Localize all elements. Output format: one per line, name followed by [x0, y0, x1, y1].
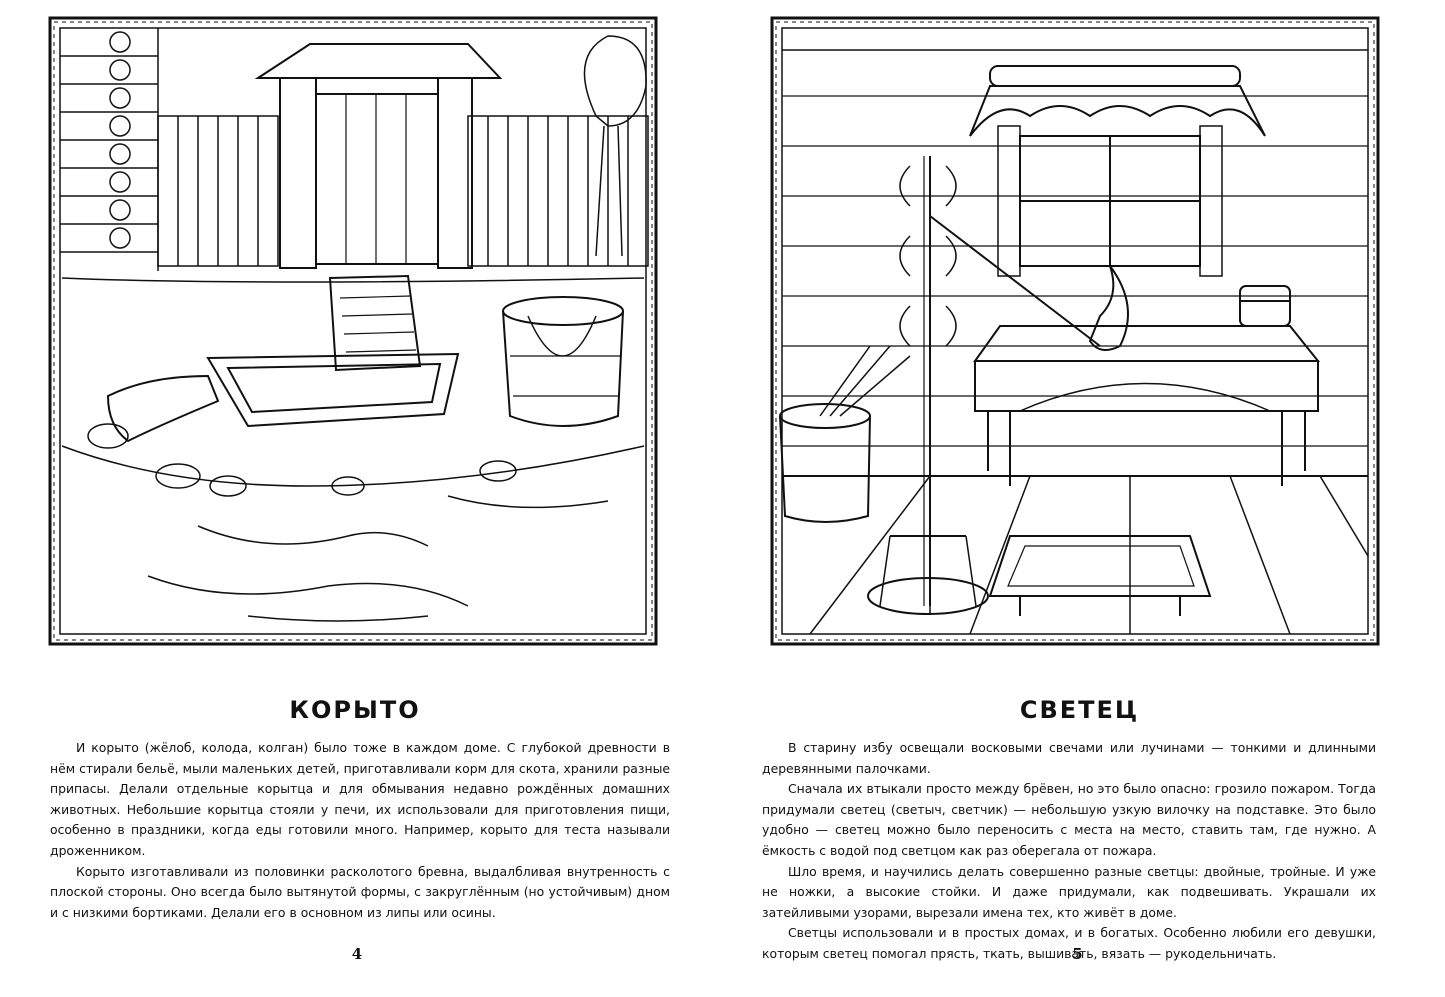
page-title: КОРЫТО — [289, 696, 421, 724]
right-page: СВЕТЕЦ В старину избу освещали восковыми… — [722, 0, 1445, 997]
torch-holder-room-illustration — [770, 16, 1380, 646]
page-number: 5 — [1072, 945, 1083, 963]
paragraph: Светцы использовали и в простых домах, и… — [762, 925, 1376, 961]
paragraph: Шло время, и научились делать совершенно… — [762, 863, 1376, 920]
paragraph: И корыто (жёлоб, колода, колган) было то… — [50, 740, 670, 858]
left-page: КОРЫТО И корыто (жёлоб, колода, колган) … — [0, 0, 722, 997]
paragraph: Сначала их втыкали просто между брёвен, … — [762, 781, 1376, 858]
article-text: И корыто (жёлоб, колода, колган) было то… — [50, 738, 670, 923]
page-title: СВЕТЕЦ — [1019, 696, 1140, 724]
article-text: В старину избу освещали восковыми свечам… — [762, 738, 1376, 965]
page-number: 4 — [351, 945, 363, 963]
paragraph: В старину избу освещали восковыми свечам… — [762, 740, 1376, 776]
trough-yard-illustration — [48, 16, 658, 646]
paragraph: Корыто изготавливали из половинки раскол… — [50, 863, 670, 920]
